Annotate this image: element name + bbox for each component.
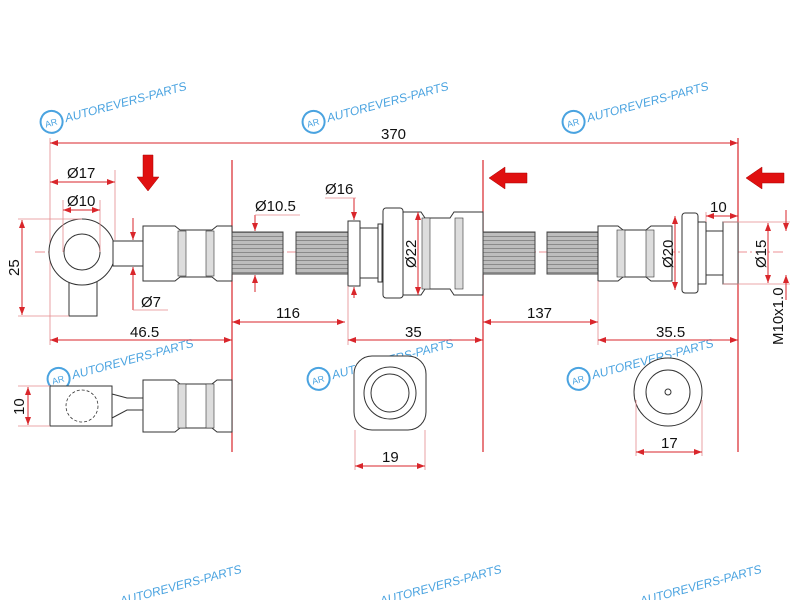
thread-spec-label: M10x1.0 (770, 287, 787, 345)
end-ferrule-dia-label: Ø20 (660, 240, 677, 268)
hose-dia-label: Ø10.5 (255, 198, 296, 215)
eye-height-label: 25 (6, 259, 23, 276)
watermark: AR AUTOREVERS-PARTS (39, 79, 188, 134)
hose1-length-label: 116 (276, 305, 300, 322)
watermark: AR AUTOREVERS-PARTS (301, 79, 450, 134)
eye-inner-label: Ø10 (67, 193, 95, 210)
watermark-text: AUTOREVERS-PARTS (584, 79, 710, 125)
hose-segment (482, 231, 536, 275)
arrow-left-icon (488, 166, 528, 190)
watermark-text: AUTOREVERS-PARTS (62, 79, 188, 125)
eye-thickness-label: 10 (11, 398, 28, 415)
flange-dia-label: Ø16 (325, 181, 353, 198)
end-hex-label: 17 (661, 435, 678, 452)
watermark-logo: AR (44, 116, 59, 129)
watermark-logo: AR (306, 116, 321, 129)
eye-side-view (49, 379, 233, 433)
watermark: AUTOREVERS-PARTS (117, 562, 243, 600)
end-fitting-length-label: 35.5 (656, 324, 685, 341)
eye-outer-label: Ø17 (67, 165, 95, 182)
watermark-text: AUTOREVERS-PARTS (637, 562, 763, 600)
hose-segment (295, 231, 349, 275)
end-fitting (597, 212, 739, 294)
middle-fitting-dia-label: Ø22 (403, 240, 420, 268)
watermark-logo: AR (311, 373, 326, 386)
hose-segment (546, 231, 599, 275)
end-fitting-front-view (633, 357, 703, 427)
watermark: AUTOREVERS-PARTS (377, 562, 503, 600)
hose2-length-label: 137 (527, 305, 552, 322)
total-length-label: 370 (381, 126, 406, 143)
middle-hex-label: 19 (382, 449, 399, 466)
watermark-text: AUTOREVERS-PARTS (117, 562, 243, 600)
watermark-logo: AR (571, 373, 586, 386)
watermark-logo: AR (51, 373, 66, 386)
thread-dia-label: Ø15 (753, 240, 770, 268)
ferrule-eye-side (142, 225, 233, 282)
watermark: AR AUTOREVERS-PARTS (561, 79, 710, 134)
watermark-logo: AR (566, 116, 581, 129)
watermark-text: AUTOREVERS-PARTS (69, 336, 195, 382)
hose-segment (231, 231, 284, 275)
middle-fitting-length-label: 35 (405, 324, 422, 341)
watermark: AUTOREVERS-PARTS (637, 562, 763, 600)
watermark-text: AUTOREVERS-PARTS (324, 79, 450, 125)
stem-dia-label: Ø7 (141, 294, 161, 311)
watermark-text: AUTOREVERS-PARTS (377, 562, 503, 600)
arrow-left-icon (745, 166, 785, 190)
middle-fitting (347, 207, 484, 299)
middle-fitting-front-view (353, 355, 427, 431)
thread-length-label: 10 (710, 199, 727, 216)
eye-length-label: 46.5 (130, 324, 159, 341)
arrow-down-icon (136, 154, 160, 192)
